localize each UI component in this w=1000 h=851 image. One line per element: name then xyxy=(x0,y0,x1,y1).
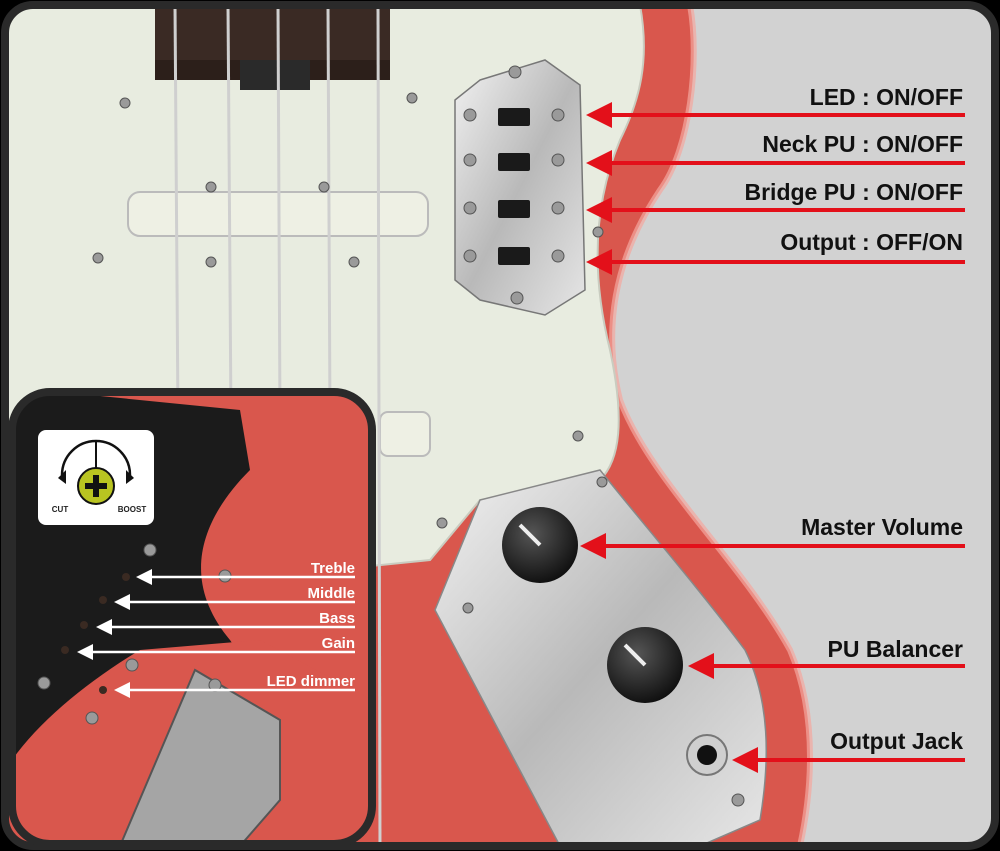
boost-label: BOOST xyxy=(118,505,147,514)
label-bridge-pu: Bridge PU : ON/OFF xyxy=(745,179,964,205)
label-neck-pu: Neck PU : ON/OFF xyxy=(762,131,963,157)
label-output-jack: Output Jack xyxy=(830,728,963,754)
label-led: LED : ON/OFF xyxy=(810,84,963,110)
callout-labels: LED : ON/OFF Neck PU : ON/OFF Bridge PU … xyxy=(745,84,964,754)
strings xyxy=(173,5,382,846)
label-bass: Bass xyxy=(319,610,355,627)
label-master-volume: Master Volume xyxy=(801,514,963,540)
inset-panel: Treble Middle Bass Gain LED dimmer CUT B… xyxy=(8,388,376,848)
label-led-dimmer: LED dimmer xyxy=(267,673,356,690)
callout-arrows xyxy=(580,102,965,773)
output-jack xyxy=(686,734,728,776)
cut-label: CUT xyxy=(52,505,69,514)
label-gain: Gain xyxy=(322,635,355,652)
label-middle: Middle xyxy=(308,585,356,602)
bridge-pickup xyxy=(379,411,431,457)
pu-balancer-knob xyxy=(607,627,683,703)
pickguard-screws xyxy=(92,92,745,807)
trim-pots xyxy=(61,573,130,694)
battery-cover xyxy=(118,668,281,844)
label-treble: Treble xyxy=(311,560,355,577)
master-volume-knob xyxy=(502,507,578,583)
label-output: Output : OFF/ON xyxy=(780,229,963,255)
label-pu-balancer: PU Balancer xyxy=(827,636,963,662)
cut-boost-icon: CUT BOOST xyxy=(38,430,154,525)
switch-plate xyxy=(454,59,586,316)
